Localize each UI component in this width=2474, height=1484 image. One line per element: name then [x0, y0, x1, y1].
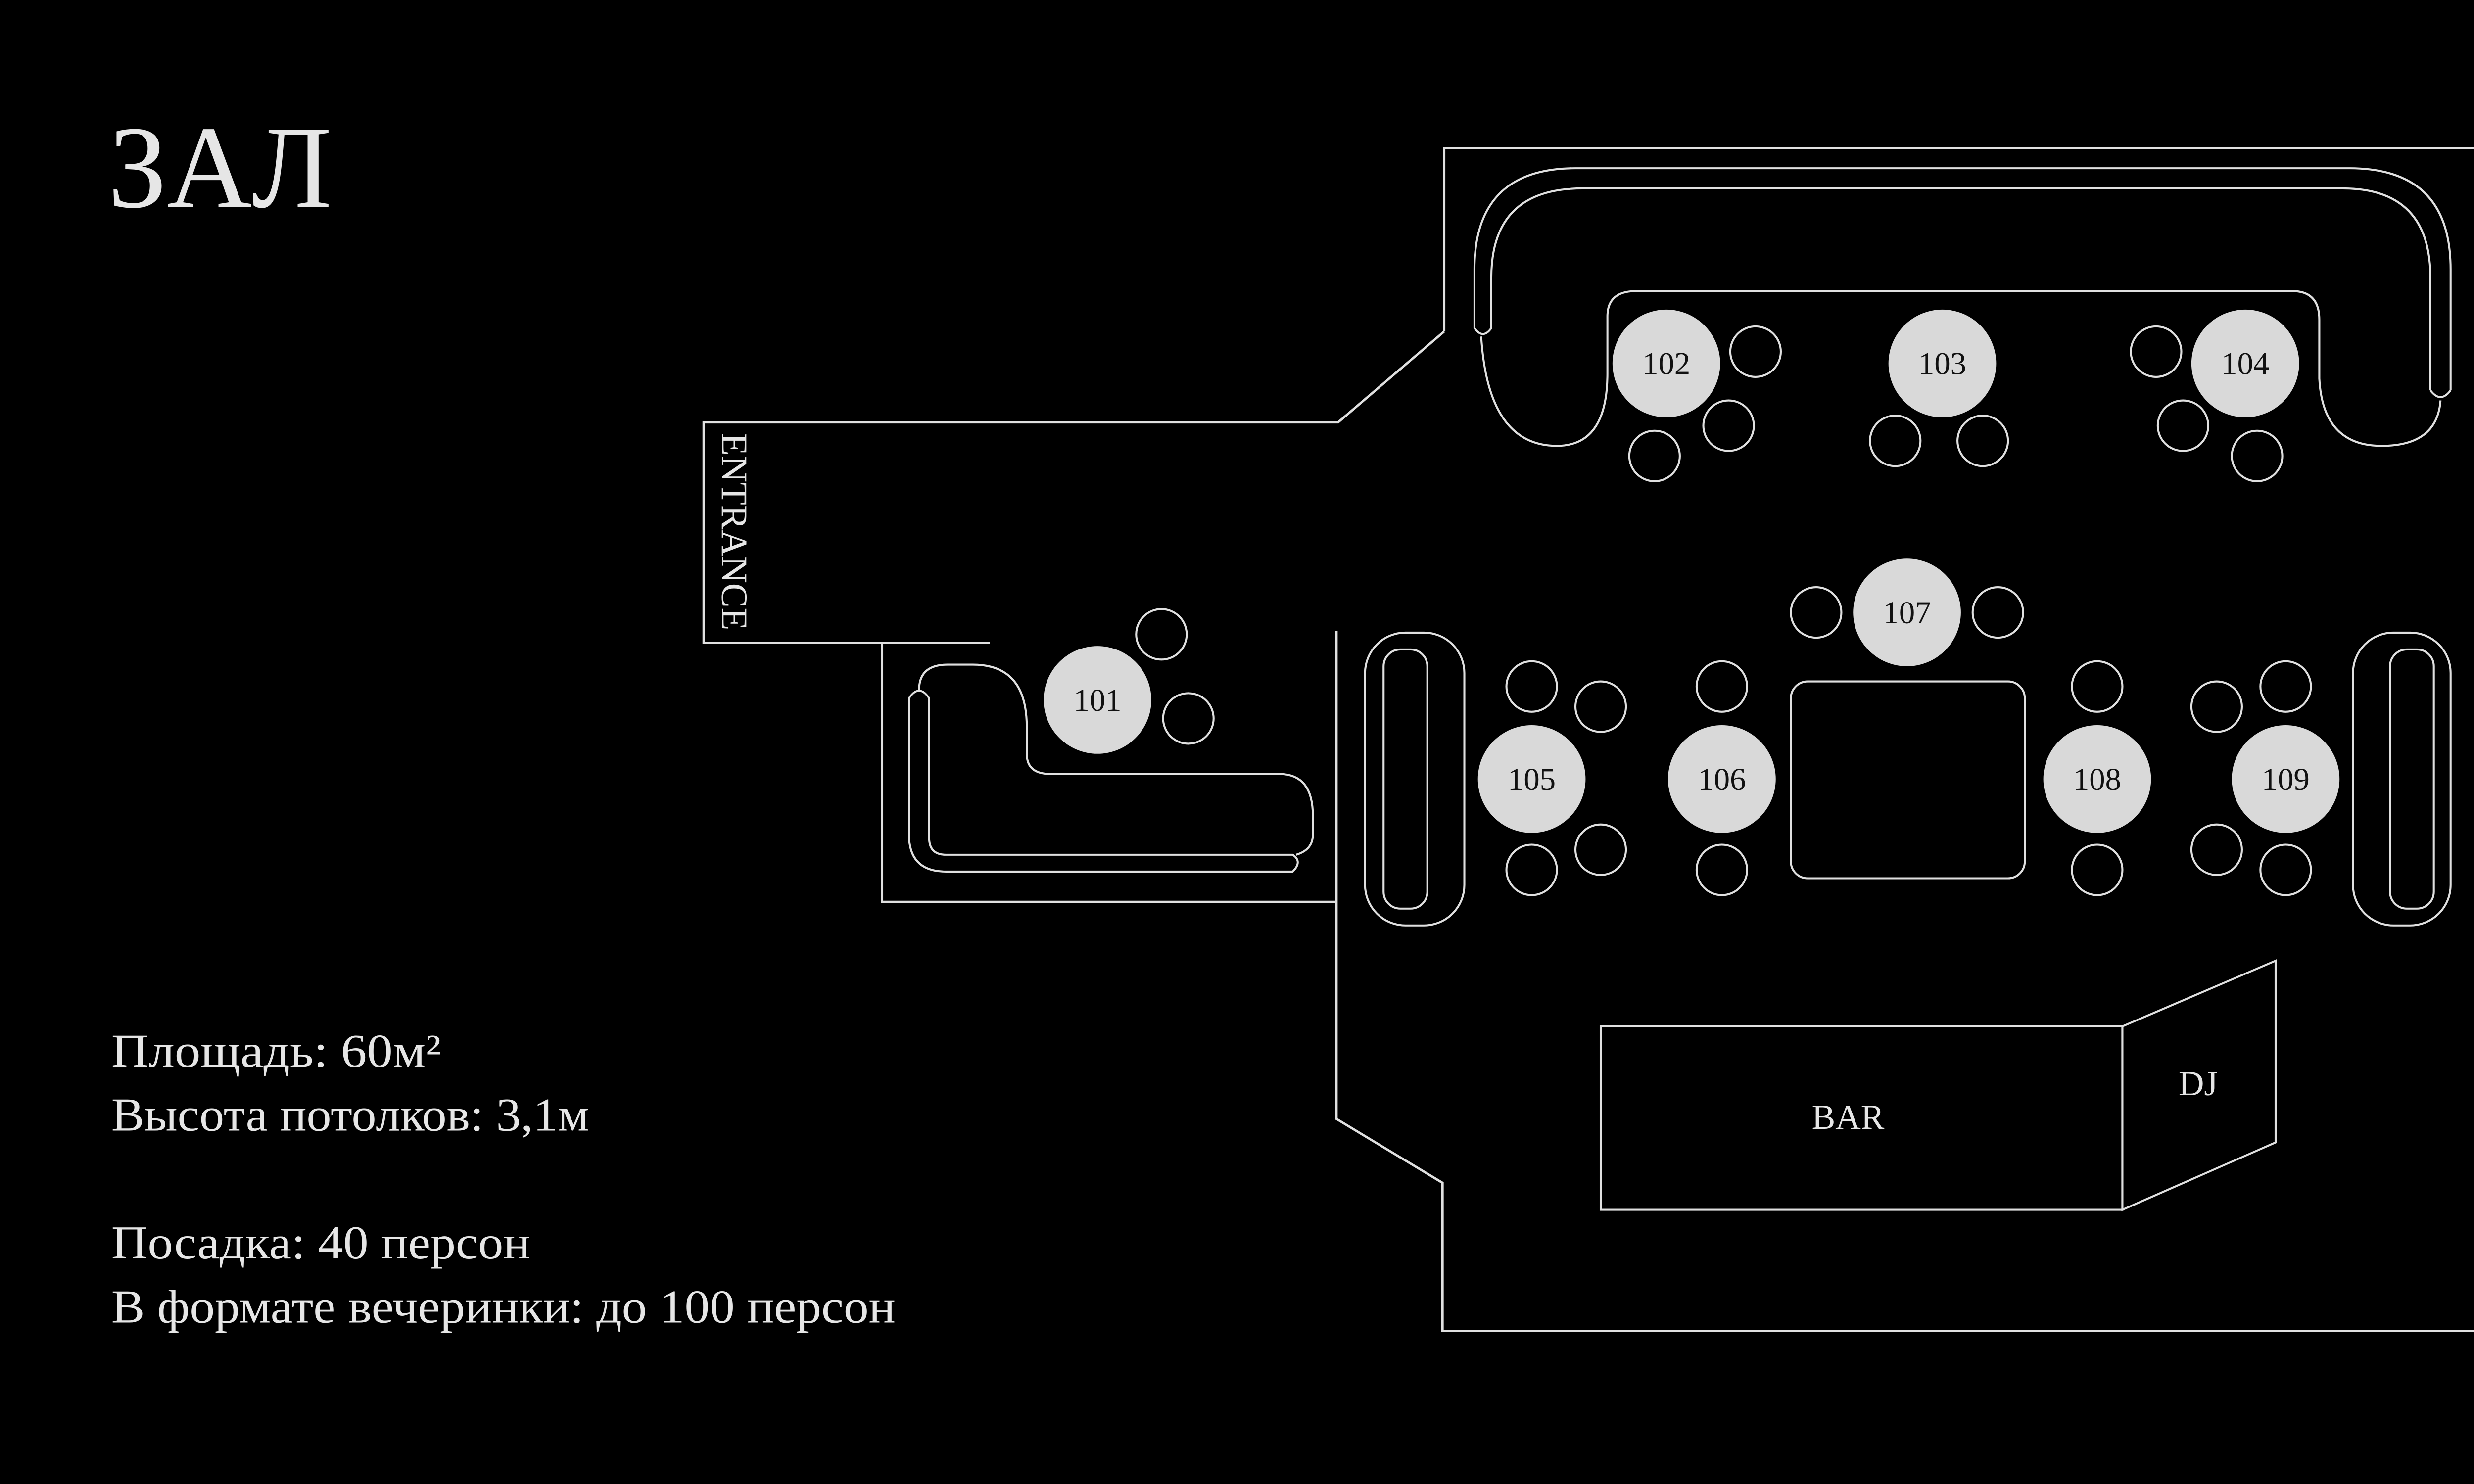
seating-text: Посадка: 40 персон	[111, 1216, 530, 1269]
entrance: ENTRANCE	[714, 433, 755, 630]
table-105[interactable]: 105	[1477, 725, 1586, 833]
table-number: 103	[1918, 346, 1966, 381]
table-102[interactable]: 102	[1612, 309, 1720, 417]
table-106[interactable]: 106	[1668, 725, 1776, 833]
table-109[interactable]: 109	[2232, 725, 2340, 833]
dj-label: DJ	[2179, 1064, 2218, 1103]
page-title: ЗАЛ	[108, 102, 332, 232]
table-number: 108	[2073, 761, 2121, 797]
hall-info: Площадь: 60м² Высота потолков: 3,1м Поса…	[111, 1024, 896, 1333]
table-107[interactable]: 107	[1853, 558, 1961, 666]
bar-counter: BAR	[1599, 1025, 2124, 1211]
table-number: 102	[1642, 346, 1690, 381]
walls	[702, 146, 2474, 1332]
table-number: 105	[1508, 761, 1556, 797]
table-number: 109	[2262, 761, 2310, 797]
table-101[interactable]: 101	[1044, 646, 1151, 754]
top-sofa	[1473, 167, 2452, 447]
table-103[interactable]: 103	[1888, 309, 1997, 417]
area-text: Площадь: 60м²	[111, 1024, 441, 1077]
table-number: 101	[1074, 682, 1122, 718]
table-number: 106	[1698, 761, 1746, 797]
table-number: 107	[1883, 595, 1931, 630]
bar-label: BAR	[1812, 1098, 1885, 1137]
chairs	[1135, 325, 2312, 896]
dj-booth: DJ	[2121, 959, 2277, 1211]
center-table	[1790, 680, 2026, 880]
right-sofa	[2352, 631, 2452, 927]
ceiling-height-text: Высота потолков: 3,1м	[111, 1089, 589, 1141]
table-104[interactable]: 104	[2191, 309, 2299, 417]
sofa-101	[908, 663, 1314, 873]
table-108[interactable]: 108	[2043, 725, 2151, 833]
entrance-label: ENTRANCE	[714, 433, 755, 630]
party-capacity-text: В формате вечеринки: до 100 персон	[111, 1280, 896, 1333]
table-number: 104	[2221, 346, 2269, 381]
left-sofa	[1364, 631, 1466, 927]
